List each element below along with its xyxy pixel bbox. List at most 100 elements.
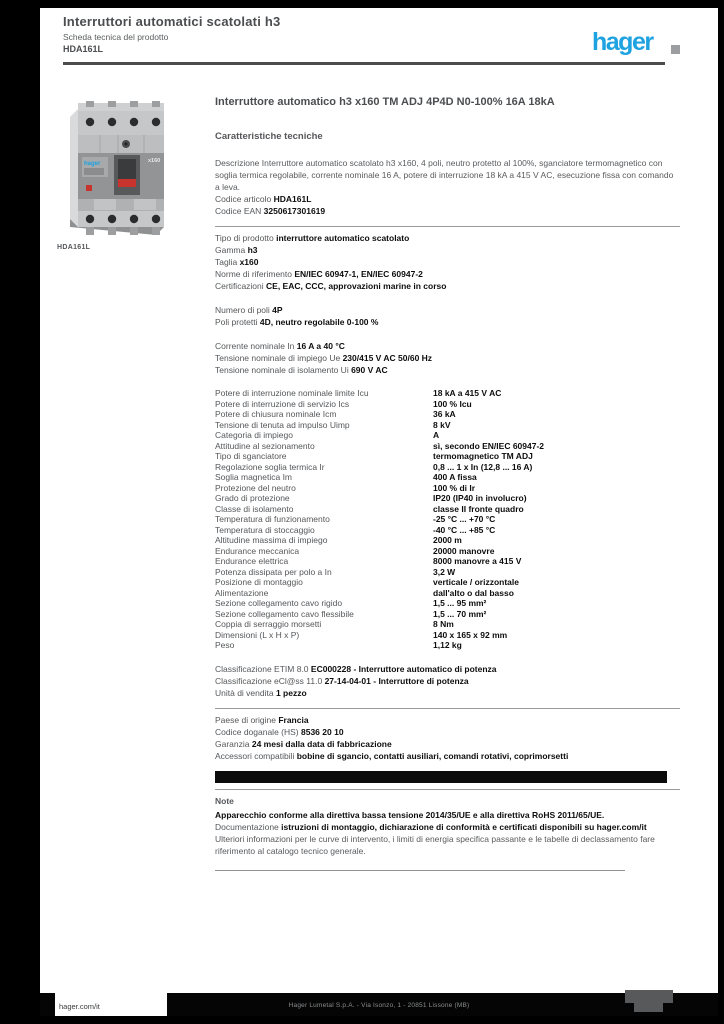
spec-row: Sezione collegamento cavo flessibile 1,5… (215, 609, 680, 620)
spec-value: verticale / orizzontale (433, 577, 519, 587)
spec-row: Corrente nominale In 16 A a 40 °C (215, 340, 680, 352)
footer-mark-bottom (634, 1003, 663, 1012)
product-title: Interruttore automatico h3 x160 TM ADJ 4… (215, 96, 555, 108)
spec-value: CE, EAC, CCC, approvazioni marine in cor… (266, 281, 447, 291)
spec-label: Alimentazione (215, 587, 269, 598)
spec-label: Documentazione (215, 822, 282, 832)
footer-bar: Hager Lumetal S.p.A. - Via Isonzo, 1 - 2… (40, 990, 718, 1016)
content-column: Interruttore automatico h3 x160 TM ADJ 4… (215, 95, 680, 871)
spec-value: HDA161L (273, 194, 312, 204)
spec-label: Peso (215, 640, 235, 650)
spec-label: Potenza dissipata per polo a In (215, 566, 332, 577)
spec-row: Temperatura di funzionamento -25 °C ... … (215, 514, 680, 525)
spec-row: Codice EAN 3250617301619 (215, 205, 680, 217)
spec-label: Codice EAN (215, 206, 264, 216)
spec-value: 100 % Icu (433, 398, 472, 409)
spec-label: Attitudine al sezionamento (215, 440, 315, 451)
spec-label: Taglia (215, 257, 240, 267)
spec-label: Tensione di tenuta ad impulso Uimp (215, 419, 350, 430)
spec-label: Dimensioni (L x H x P) (215, 629, 300, 640)
spec-row: Endurance elettrica 8000 manovre a 415 V (215, 556, 680, 567)
spec-value: 8 kV (433, 419, 451, 430)
spec-section-heading: Note (215, 795, 234, 806)
spec-value: EC000228 - Interruttore automatico di po… (310, 663, 497, 674)
spec-value: 1,12 kg (433, 640, 462, 650)
footer-company-text: Hager Lumetal S.p.A. - Via Isonzo, 1 - 2… (288, 1002, 470, 1009)
spec-row: Classificazione ETIM 8.0 EC000228 - Inte… (215, 663, 680, 675)
footer-mark-top (625, 990, 673, 1003)
section-subtitle: Caratteristiche tecniche (215, 131, 323, 142)
footer-site-link[interactable]: hager.com/it (59, 1002, 100, 1011)
spec-row: Peso 1,12 kg (215, 640, 680, 651)
spec-row: Ulteriori informazioni per le curve di i… (215, 833, 680, 857)
spec-row: Documentazione istruzioni di montaggio, … (215, 821, 680, 833)
spec-value: 4P (272, 305, 283, 315)
spec-section-4: Potere di interruzione nominale limite I… (215, 385, 680, 651)
spec-label: Ulteriori informazioni (215, 834, 295, 844)
spec-row: Potere di interruzione nominale limite I… (215, 388, 680, 399)
spec-label: Classe di isolamento (215, 503, 294, 514)
spec-row: Altitudine massima di impiego 2000 m (215, 535, 680, 546)
spec-label: Certificazioni (215, 281, 267, 291)
spec-value: 1,5 ... 70 mm² (433, 608, 487, 619)
spec-label: Poli protetti (215, 317, 260, 327)
spec-label: Potere di interruzione di servizio Ics (215, 398, 350, 409)
spec-row: Classificazione eCl@ss 11.0 27-14-04-01 … (215, 675, 680, 687)
spec-row: Posizione di montaggio verticale / orizz… (215, 577, 680, 588)
header-reference: HDA161L (63, 44, 104, 54)
spec-value: h3 (247, 245, 258, 255)
spec-row: Tipo di prodotto interruttore automatico… (215, 232, 680, 244)
spec-row: Garanzia 24 mesi dalla data di fabbricaz… (215, 738, 680, 750)
product-image: hager x160 (60, 95, 178, 241)
spec-row: Tensione nominale di isolamento Ui 690 V… (215, 364, 680, 376)
spec-section-5: Classificazione ETIM 8.0 EC000228 - Inte… (215, 660, 680, 699)
spec-value: 100 % di Ir (433, 482, 476, 493)
hager-logo-registered-mark (671, 45, 680, 54)
spec-row: Poli protetti 4D, neutro regolabile 0-10… (215, 316, 680, 328)
spec-row: Unità di vendita 1 pezzo (215, 687, 680, 699)
spec-row: Coppia di serraggio morsetti 8 Nm (215, 619, 680, 630)
spec-label: Gamma (215, 245, 248, 255)
spec-section-1: Tipo di prodotto interruttore automatico… (215, 226, 680, 292)
svg-text:hager: hager (84, 161, 101, 167)
spec-row: Certificazioni CE, EAC, CCC, approvazion… (215, 280, 680, 292)
spec-row: Gamma h3 (215, 244, 680, 256)
spec-value: termomagnetico TM ADJ (433, 451, 533, 461)
spec-row: Potere di chiusura nominale Icm 36 kA (215, 409, 680, 420)
header-subtitle: Scheda tecnica del prodotto (63, 32, 169, 42)
spec-label: Soglia magnetica Im (215, 472, 293, 482)
svg-text:x160: x160 (148, 158, 160, 164)
spec-label: Norme di riferimento (215, 269, 295, 279)
spec-value: 400 A fissa (433, 472, 477, 482)
spec-value: 3250617301619 (263, 206, 326, 216)
spec-row: Sezione collegamento cavo rigido 1,5 ...… (215, 598, 680, 609)
spec-value: x160 (239, 257, 259, 267)
spec-value: 4D, neutro regolabile 0-100 % (259, 317, 379, 327)
spec-value: IP20 (IP40 in involucro) (433, 493, 527, 503)
spec-label: Coppia di serraggio morsetti (215, 619, 322, 629)
spec-label: Codice articolo (215, 194, 274, 204)
spec-label: Regolazione soglia termica Ir (215, 461, 325, 472)
spec-row: Categoria di impiego A (215, 430, 680, 441)
header-title: Interruttori automatici scatolati h3 (63, 14, 281, 29)
spec-value: -25 °C ... +70 °C (433, 514, 496, 524)
spec-row: Accessori compatibili bobine di sgancio,… (215, 750, 680, 762)
spec-row: Soglia magnetica Im 400 A fissa (215, 472, 680, 483)
spec-value: 24 mesi dalla data di fabbricazione (251, 738, 392, 749)
spec-row: Codice doganale (HS) 8536 20 10 (215, 726, 680, 738)
mccb-illustration: hager x160 (70, 101, 164, 235)
spec-value: EN/IEC 60947-1, EN/IEC 60947-2 (294, 269, 423, 279)
spec-value: 36 kA (433, 409, 456, 419)
spec-label: Numero di poli (215, 305, 273, 315)
spec-label: Unità di vendita (215, 687, 276, 698)
spec-row: Tensione nominale di impiego Ue 230/415 … (215, 352, 680, 364)
spec-value: 20000 manovre (433, 545, 495, 556)
spec-row: Codice articolo HDA161L (215, 193, 680, 205)
spec-value: 690 V AC (351, 365, 388, 375)
spec-label: Codice doganale (HS) (215, 726, 301, 737)
spec-value: 18 kA a 415 V AC (433, 388, 502, 398)
spec-row: Descrizione Interruttore automatico scat… (215, 157, 680, 193)
spec-row: Classe di isolamento classe II fronte qu… (215, 504, 680, 515)
